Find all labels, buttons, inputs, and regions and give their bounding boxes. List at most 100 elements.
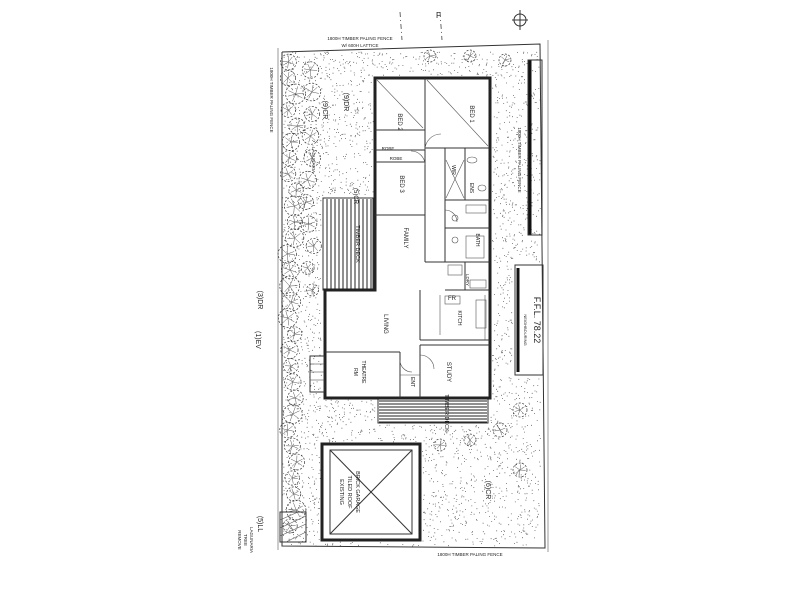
tree-icon [288, 117, 306, 135]
tree-icon [300, 261, 315, 275]
label-living: LIVING [382, 314, 388, 334]
tree-icon [278, 308, 298, 328]
tree-icon [282, 404, 303, 424]
tag-cr-2: (5)CR [352, 188, 358, 205]
tree-icon [300, 215, 318, 233]
tree-icon [284, 470, 300, 486]
tree-icon [284, 373, 302, 391]
label-theatre-sub: RM [352, 368, 358, 376]
tag-dr-2: (3)DR [256, 291, 263, 310]
grid-marker-f: F [436, 11, 441, 20]
label-ent: ENT [409, 377, 415, 387]
tree-icon [285, 83, 306, 105]
label-bed3: BED 3 [398, 175, 404, 193]
tree-icon [283, 437, 301, 455]
label-fence-bottom: 1800H TIMBER PALING FENCE [437, 552, 502, 557]
north-arrow-icon [512, 10, 528, 30]
tree-icon [279, 421, 296, 439]
label-study: STUDY [445, 362, 451, 382]
tree-icon [283, 358, 299, 374]
timber-deck-front-label: TIMBER DECK [443, 394, 449, 432]
entry-steps [309, 355, 325, 393]
tree-icon [492, 422, 508, 438]
tree-icon [281, 132, 300, 152]
tree-icon [512, 462, 528, 478]
house-walls [323, 76, 492, 400]
tree-icon [287, 389, 304, 407]
tree-icon [286, 486, 302, 502]
tree-icon [298, 170, 317, 190]
tree-icon [298, 194, 314, 210]
label-remove-1: REMOVE [237, 530, 242, 550]
tag-dr-1: (9)DR [342, 93, 349, 112]
label-garage-3: BRICK GARAGE [354, 471, 360, 513]
label-fence-left: 1800H TIMBER PALING FENCE [269, 67, 274, 132]
tree-icon [277, 244, 297, 264]
room-labels: BED 1 BED 2 BED 3 ROBE ROBE WIR ENS BATH… [338, 105, 480, 513]
label-ffl: F.F.L. 78.22 [532, 297, 542, 344]
tree-icon [280, 166, 297, 182]
label-garage-2: TILED ROOF [346, 475, 352, 509]
tree-icon [463, 433, 477, 447]
tag-ll: (5)LL [256, 516, 263, 532]
tree-icon [286, 214, 303, 230]
label-family: FAMILY [402, 228, 408, 249]
label-lagunaria-1: LAGUNARIA [311, 147, 316, 173]
label-wir: WIR [450, 165, 456, 175]
label-remove-2: TREE [243, 534, 248, 546]
tree-symbols [277, 49, 528, 534]
tree-icon [301, 61, 320, 79]
timber-deck-front: TIMBER DECK [377, 394, 489, 432]
label-fence-top-sub: W/ 600H LATTICE [342, 43, 379, 48]
label-fence-top: 1800H TIMBER PALING FENCE [327, 36, 392, 41]
tree-icon [288, 453, 306, 471]
tree-icon [423, 49, 437, 63]
tree-icon [302, 82, 322, 102]
label-lagunaria-2: LAGUNARIA [249, 527, 254, 553]
label-robe-a: ROBE [382, 146, 395, 151]
label-bath: BATH [474, 234, 480, 247]
tree-icon [281, 260, 300, 280]
tree-icon [284, 195, 305, 217]
tag-cr-right: (6)CR [484, 481, 491, 500]
neighbour-building [514, 59, 544, 376]
label-ens: ENS [468, 183, 474, 194]
tag-ev: (1)EV [254, 331, 261, 349]
tree-icon [306, 283, 319, 297]
existing-garage [320, 442, 422, 542]
tree-icon [303, 149, 321, 167]
tree-icon [280, 341, 299, 359]
tree-icon [281, 292, 301, 312]
tree-icon [288, 182, 304, 198]
tree-icon [280, 102, 296, 118]
tree-icon [287, 326, 303, 342]
tree-icon [463, 49, 477, 63]
tree-icon [498, 53, 512, 67]
tree-icon [281, 150, 298, 166]
tree-icon [279, 275, 300, 297]
site-annotations: 1800H TIMBER PALING FENCE W/ 600H LATTIC… [237, 36, 542, 557]
tree-icon [304, 106, 321, 122]
timber-deck-side-label: TIMBER DECK [354, 225, 360, 263]
tree-icon [305, 238, 322, 254]
label-neighbour: NEIGHBOURING [523, 314, 528, 345]
label-theatre: THEATRE [360, 361, 366, 385]
tree-icon [285, 228, 305, 248]
label-ldry: LDRY [465, 274, 470, 286]
label-kitch: KITCH [456, 311, 462, 326]
label-bed1: BED 1 [468, 105, 474, 123]
tree-icon [279, 70, 296, 86]
label-robe-b: ROBE [390, 156, 403, 161]
tree-icon [433, 438, 447, 452]
label-garage-1: EXISTING [338, 479, 344, 505]
label-fr: FR [448, 296, 457, 302]
timber-deck-side: TIMBER DECK [322, 197, 374, 291]
label-fence-right: 1800H TIMBER PALING FENCE [517, 127, 522, 192]
tree-icon [301, 127, 320, 145]
label-bed2: BED 2 [396, 113, 402, 131]
site-boundary [277, 11, 549, 552]
tag-top-cr: (9)CR [321, 101, 328, 120]
tree-icon [280, 53, 297, 71]
tree-icon [512, 402, 528, 418]
